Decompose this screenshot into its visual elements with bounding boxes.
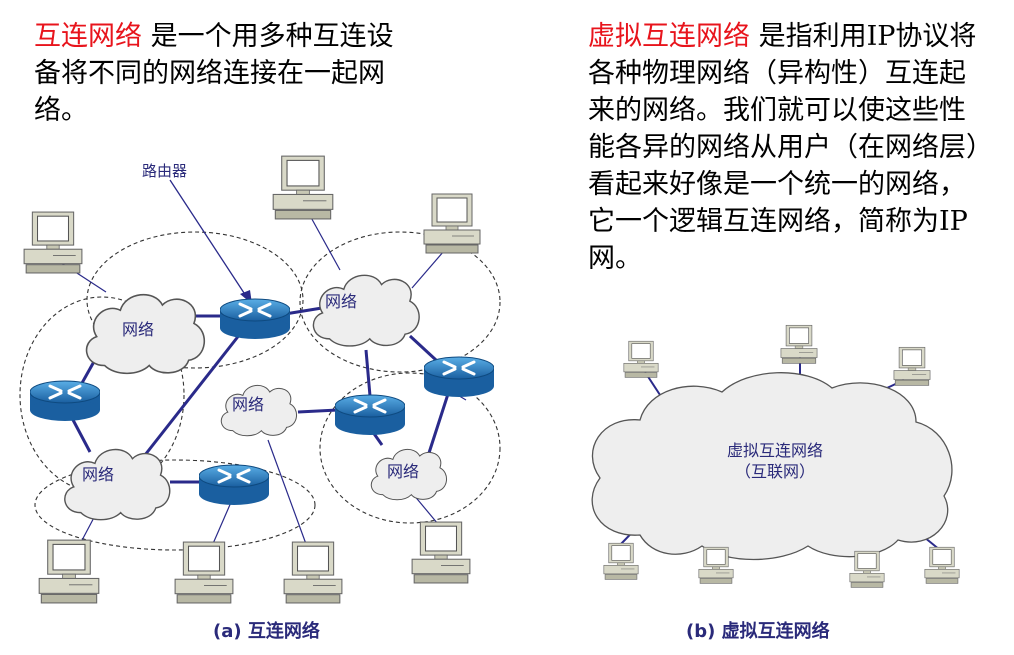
caption-b: (b) 虚拟互连网络 <box>686 621 830 642</box>
network-label: 网络 <box>325 292 357 311</box>
host-link <box>307 211 341 271</box>
caption-a: (a) 互连网络 <box>213 621 320 642</box>
link <box>364 349 372 397</box>
router-icon <box>424 355 494 398</box>
diagram-a: 路由器 网络 网络 网络 网络 网络 <box>19 155 501 604</box>
left-description: 互连网络 是一个用多种互连设备将不同的网络连接在一起网络。 <box>34 18 414 129</box>
host-link <box>267 439 307 545</box>
router-icon <box>199 463 269 506</box>
computer-icon <box>423 193 481 254</box>
dashed-region <box>86 231 304 369</box>
computer-icon <box>780 324 818 364</box>
router-pointer-line <box>169 179 247 297</box>
left-highlight: 互连网络 <box>34 21 142 52</box>
computer-icon <box>924 546 960 584</box>
internet-label-line2: （互联网） <box>735 462 815 481</box>
host-link <box>211 499 233 547</box>
dashed-region <box>319 372 501 524</box>
computer-icon <box>603 542 639 580</box>
left-body: 是一个用多种互连设备将不同的网络连接在一起网络。 <box>34 21 394 126</box>
router-label: 路由器 <box>142 162 187 180</box>
network-label: 网络 <box>122 320 154 339</box>
dashed-region <box>299 231 501 373</box>
network-label: 网络 <box>387 462 419 481</box>
right-description: 虚拟互连网络 是指利用IP协议将各种物理网络（异构性）互连起来的网络。我们就可以… <box>588 18 988 277</box>
internet-cloud <box>591 372 953 561</box>
network-label: 网络 <box>82 465 114 484</box>
link <box>143 333 242 456</box>
link <box>297 408 339 414</box>
link <box>70 417 92 453</box>
computer-icon <box>698 546 734 584</box>
computer-icon <box>283 541 343 604</box>
computer-icon <box>272 155 334 220</box>
right-highlight: 虚拟互连网络 <box>588 21 750 52</box>
internet-label-line1: 虚拟互连网络 <box>727 441 823 460</box>
computer-icon <box>174 541 234 604</box>
diagram-b: 虚拟互连网络 （互联网） <box>591 324 960 588</box>
router-icon <box>335 393 405 436</box>
network-label: 网络 <box>232 395 264 414</box>
link <box>408 334 438 362</box>
link <box>284 306 323 316</box>
network-cloud <box>64 448 171 521</box>
computer-icon <box>411 521 471 584</box>
computer-icon <box>893 346 931 386</box>
computer-icon <box>23 211 83 274</box>
router-icon <box>220 297 290 340</box>
link <box>426 393 450 457</box>
computer-icon <box>849 550 885 588</box>
right-body: 是指利用IP协议将各种物理网络（异构性）互连起来的网络。我们就可以使这些性能各异… <box>588 21 980 274</box>
computer-icon <box>38 539 100 604</box>
computer-icon <box>623 340 659 378</box>
router-icon <box>30 379 100 422</box>
dashed-region <box>34 459 316 551</box>
